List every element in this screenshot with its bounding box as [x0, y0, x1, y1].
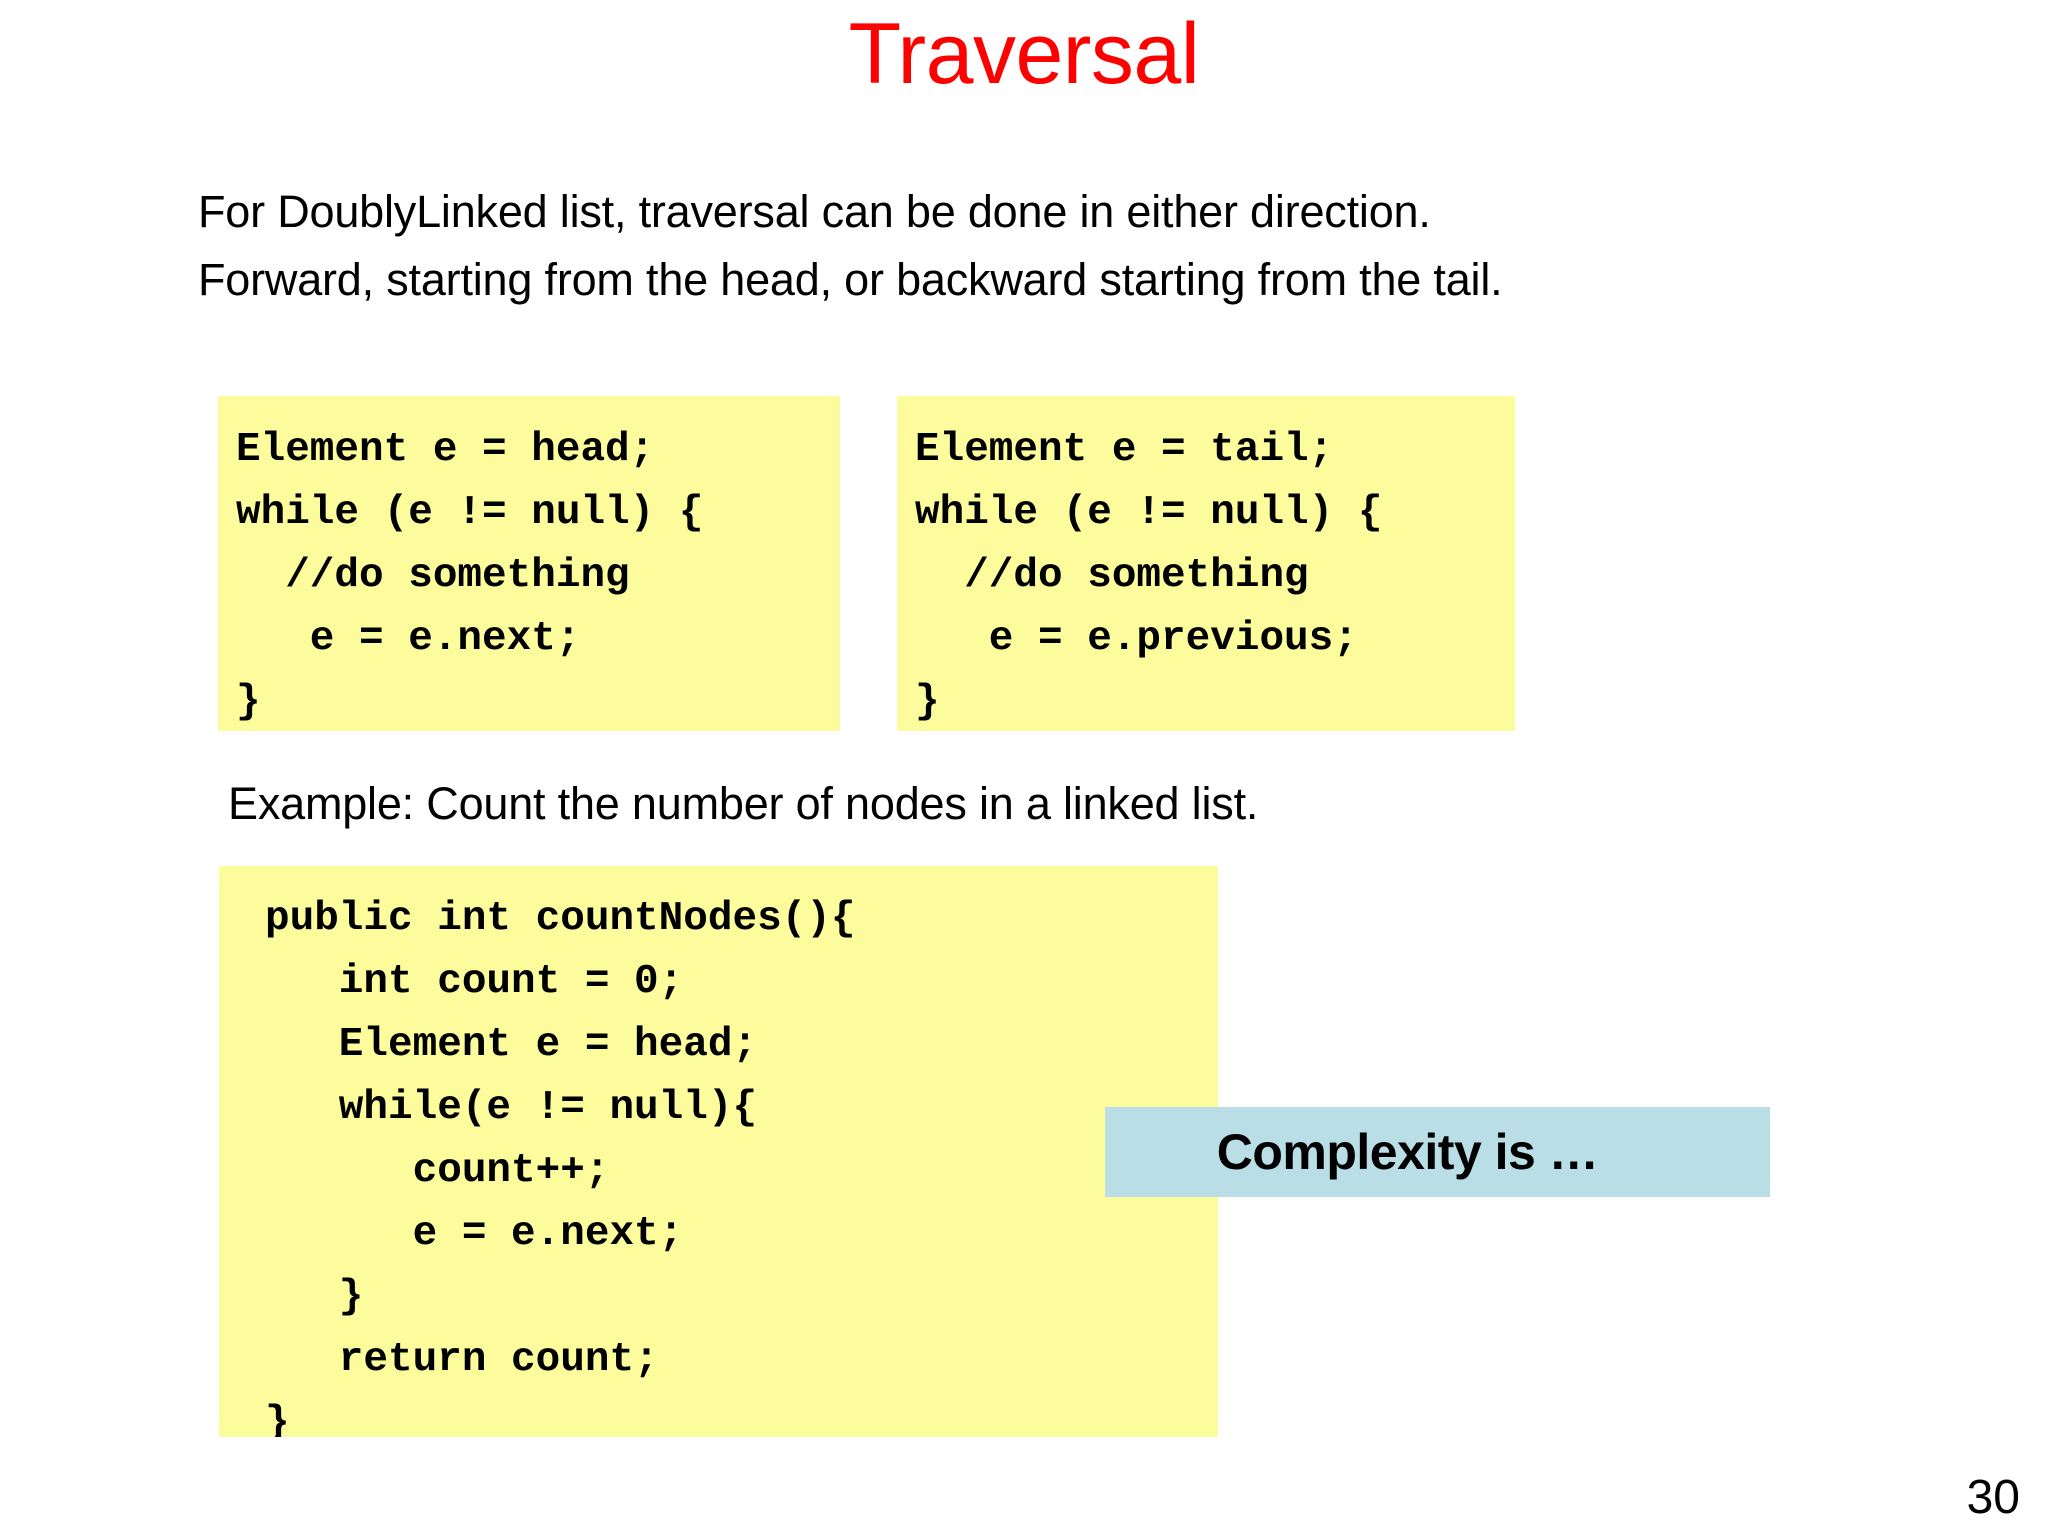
code-line: Element e = head;: [236, 427, 655, 473]
example-caption: Example: Count the number of nodes in a …: [228, 778, 1259, 829]
code-line: //do something: [915, 553, 1309, 599]
code-line: }: [265, 1400, 290, 1437]
code-line: while(e != null){: [265, 1085, 758, 1131]
code-line: e = e.next;: [236, 616, 581, 662]
code-block-forward-traversal: Element e = head; while (e != null) { //…: [218, 396, 840, 731]
complexity-callout-label: Complexity is …: [1216, 1124, 1599, 1180]
code-line: Element e = tail;: [915, 427, 1334, 473]
code-line: Element e = head;: [265, 1022, 758, 1068]
intro-paragraph: For DoublyLinked list, traversal can be …: [198, 178, 1958, 314]
code-line: int count = 0;: [265, 959, 684, 1005]
page-title: Traversal: [848, 6, 1200, 102]
code-line: }: [236, 679, 261, 725]
code-line: while (e != null) {: [236, 490, 704, 536]
intro-line-2: Forward, starting from the head, or back…: [198, 254, 1503, 305]
code-line: }: [265, 1274, 364, 1320]
code-line: e = e.previous;: [915, 616, 1358, 662]
code-line: count++;: [265, 1148, 610, 1194]
code-line: //do something: [236, 553, 630, 599]
code-block-count-nodes: public int countNodes(){ int count = 0; …: [219, 866, 1218, 1437]
code-line: public int countNodes(){: [265, 896, 856, 942]
complexity-callout: Complexity is …: [1105, 1107, 1770, 1197]
intro-line-1: For DoublyLinked list, traversal can be …: [198, 186, 1431, 237]
code-line: while (e != null) {: [915, 490, 1383, 536]
code-line: e = e.next;: [265, 1211, 684, 1257]
code-line: return count;: [265, 1337, 659, 1383]
code-line: }: [915, 679, 940, 725]
page-number: 30: [1966, 1471, 2020, 1524]
code-block-backward-traversal: Element e = tail; while (e != null) { //…: [897, 396, 1515, 731]
